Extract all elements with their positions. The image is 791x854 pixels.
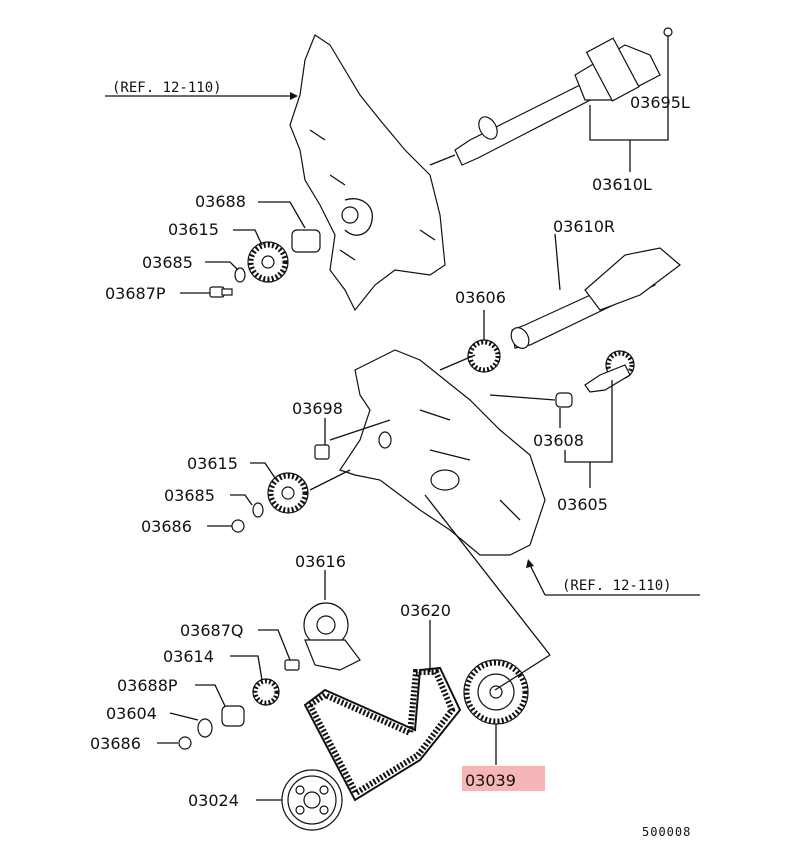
label-03686-bot: 03686 <box>90 734 141 753</box>
lower-case-housing <box>339 349 546 556</box>
label-03688-top: 03688 <box>195 192 246 211</box>
label-03688P: 03688P <box>117 676 178 695</box>
spacer-03688P <box>221 705 245 727</box>
middle-parts-group <box>231 339 635 533</box>
leader-lines <box>105 36 700 801</box>
upper-sprocket-group <box>209 229 321 298</box>
label-03615-top: 03615 <box>168 220 219 239</box>
washer-03604 <box>197 718 213 738</box>
figure-code: 500008 <box>642 825 691 839</box>
label-03698: 03698 <box>292 399 343 418</box>
label-03604: 03604 <box>106 704 157 723</box>
nut-03686-mid <box>231 519 245 533</box>
ref-label-top: (REF. 12-110) <box>112 80 222 96</box>
label-03614: 03614 <box>163 647 214 666</box>
label-03606: 03606 <box>455 288 506 307</box>
timing-belt-03620 <box>303 666 462 802</box>
bushing-03608 <box>555 392 573 408</box>
ref-label-bottom: (REF. 12-110) <box>562 578 672 594</box>
label-03610R: 03610R <box>553 217 615 236</box>
bolt-03687Q <box>284 659 300 671</box>
label-03686-mid: 03686 <box>141 517 192 536</box>
label-03685-top: 03685 <box>142 253 193 272</box>
label-03039[interactable]: 03039 <box>465 771 516 790</box>
washer-03685-top <box>234 267 246 283</box>
bolt-03698 <box>314 444 330 460</box>
label-03695L: 03695L <box>630 93 690 112</box>
highlight-box-03039 <box>462 766 545 791</box>
label-03616: 03616 <box>295 552 346 571</box>
label-03687Q: 03687Q <box>180 621 244 640</box>
spacer-03688 <box>291 229 321 253</box>
tensioner-group <box>178 602 361 750</box>
label-03687P: 03687P <box>105 284 166 303</box>
label-03610L: 03610L <box>592 175 652 194</box>
balance-shaft-right <box>510 247 681 349</box>
label-03024: 03024 <box>188 791 239 810</box>
label-03605: 03605 <box>557 495 608 514</box>
upper-case-housing <box>289 34 446 312</box>
sprocket-03024 <box>281 769 343 831</box>
nut-03686-bot <box>178 736 192 750</box>
label-03620: 03620 <box>400 601 451 620</box>
washer-03685-mid <box>252 502 264 518</box>
label-03615-mid: 03615 <box>187 454 238 473</box>
balance-shaft-left <box>429 27 673 166</box>
sprocket-03039 <box>463 659 529 725</box>
label-03685-mid: 03685 <box>164 486 215 505</box>
label-03608: 03608 <box>533 431 584 450</box>
